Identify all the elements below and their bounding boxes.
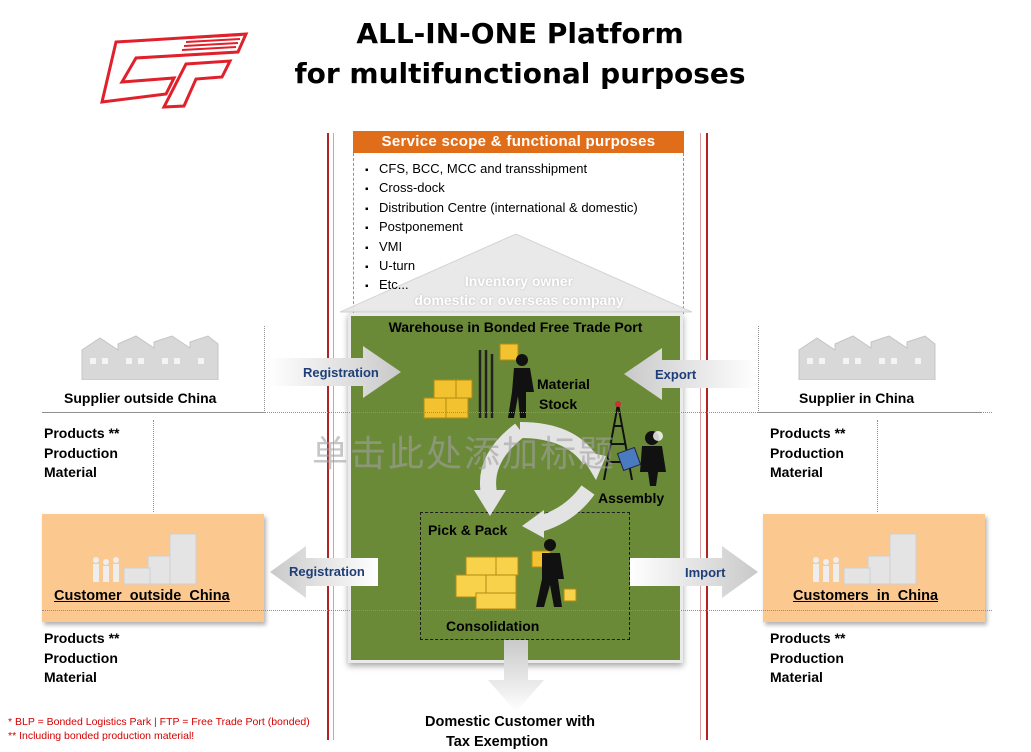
page-title: ALL-IN-ONE Platform: [356, 17, 684, 50]
assembly-illustration: [603, 401, 666, 486]
material-stock-label: Material: [537, 376, 590, 392]
service-item: Etc...: [365, 276, 638, 295]
service-scope-heading: Service scope & functional purposes: [353, 131, 684, 153]
left-material-bottom: Material: [44, 669, 97, 685]
registration-out-arrow: [270, 546, 378, 598]
material-stock-illustration: [423, 343, 534, 419]
city-icon: [813, 533, 917, 585]
right-divider: [877, 420, 878, 512]
tax-exemption-label: Tax Exemption: [446, 734, 549, 750]
guide-line-bottom: [42, 610, 992, 611]
registration-in-arrow: [268, 346, 401, 398]
factory-icon: [81, 335, 219, 380]
process-flow-arrows: [474, 422, 606, 538]
service-item: Distribution Centre (international & dom…: [365, 199, 638, 218]
customer-outside-china-label: Customer outside China: [54, 588, 230, 604]
service-item: VMI: [365, 238, 638, 257]
footnote-2: ** Including bonded production material!: [8, 730, 195, 742]
city-icon: [93, 533, 197, 585]
right-border-line-thin: [700, 133, 701, 740]
pick-pack-zone: [420, 512, 630, 640]
service-scope-list: CFS, BCC, MCC and transshipment Cross-do…: [365, 160, 638, 296]
right-production-top: Production: [770, 445, 844, 461]
import-arrow: [630, 546, 758, 598]
registration-out-label: Registration: [289, 564, 365, 579]
warehouse-title: Warehouse in Bonded Free Trade Port: [388, 319, 643, 335]
right-products-bottom: Products **: [770, 630, 846, 646]
right-border-line: [706, 133, 708, 740]
left-production-top: Production: [44, 445, 118, 461]
footnote-1: * BLP = Bonded Logistics Park | FTP = Fr…: [8, 716, 310, 728]
domestic-down-arrow: [488, 640, 544, 712]
left-material-top: Material: [44, 464, 97, 480]
left-products-bottom: Products **: [44, 630, 120, 646]
title-placeholder-watermark[interactable]: 单击此处添加标题: [312, 434, 617, 475]
left-border-line-thin: [333, 133, 334, 740]
guide-line-top: [42, 412, 992, 413]
domestic-customer-label: Domestic Customer with: [425, 714, 595, 730]
right-products-top: Products **: [770, 425, 846, 441]
registration-in-label: Registration: [303, 365, 379, 380]
material-stock-label-2: Stock: [539, 396, 578, 412]
pick-pack-label: Pick & Pack: [428, 522, 508, 538]
company-logo: [100, 32, 249, 109]
service-item: Postponement: [365, 218, 638, 237]
right-material-bottom: Material: [770, 669, 823, 685]
service-item: CFS, BCC, MCC and transshipment: [365, 160, 638, 179]
assembly-label: Assembly: [598, 490, 665, 506]
service-item: Cross-dock: [365, 179, 638, 198]
inventory-owner-sublabel: domestic or overseas company: [414, 292, 624, 308]
export-label: Export: [655, 367, 697, 382]
consolidation-label: Consolidation: [446, 618, 540, 634]
left-production-bottom: Production: [44, 650, 118, 666]
supplier-outside-china-label: Supplier outside China: [64, 390, 217, 406]
supplier-in-china-label: Supplier in China: [799, 390, 915, 406]
export-arrow: [624, 348, 757, 400]
pick-pack-illustration: [455, 539, 577, 610]
service-item: U-turn: [365, 257, 638, 276]
import-label: Import: [685, 565, 726, 580]
right-material-top: Material: [770, 464, 823, 480]
left-products-top: Products **: [44, 425, 120, 441]
factory-icon: [798, 335, 936, 380]
page-subtitle: for multifunctional purposes: [294, 57, 746, 90]
customers-in-china-label: Customers in China: [793, 588, 939, 604]
left-border-line: [327, 133, 329, 740]
right-production-bottom: Production: [770, 650, 844, 666]
left-divider: [153, 420, 154, 512]
inventory-owner-label: Inventory owner: [464, 273, 574, 289]
